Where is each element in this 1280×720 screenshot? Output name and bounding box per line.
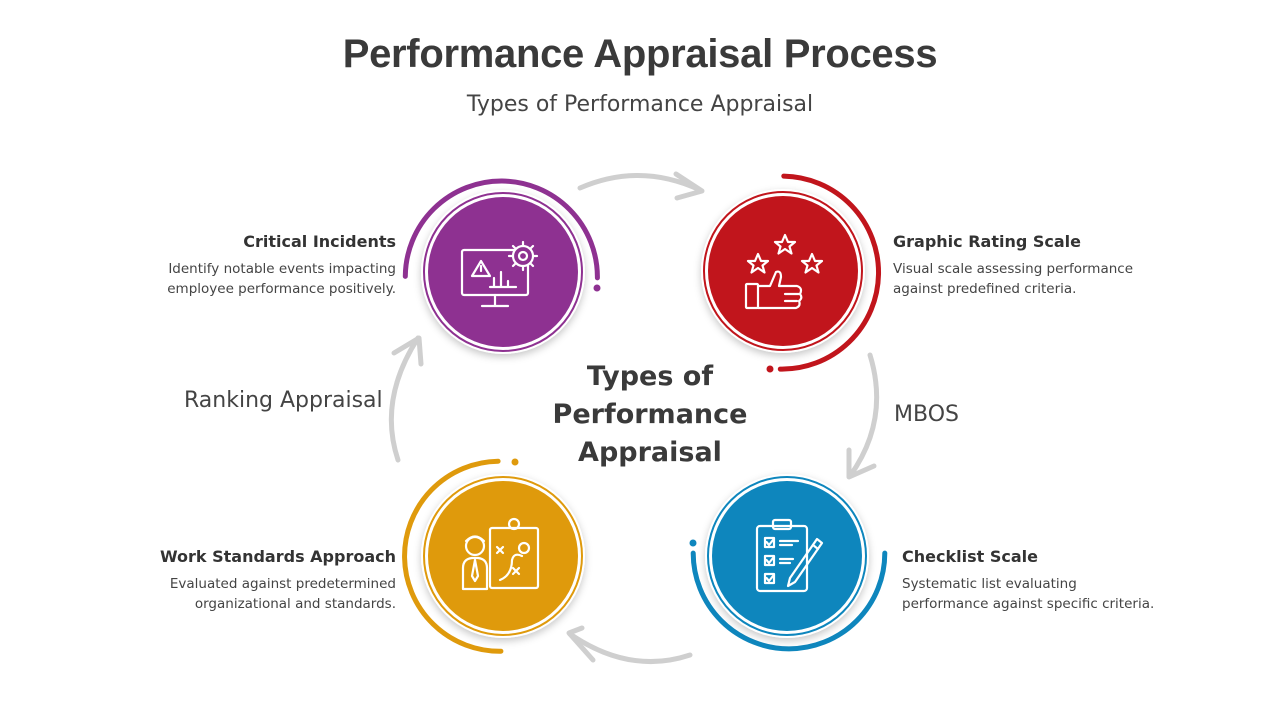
arrow-top <box>577 173 703 193</box>
thumbs-up-stars-icon <box>744 233 824 310</box>
monitor-gear-icon <box>460 240 539 308</box>
item-critical-incidents: Critical Incidents Identify notable even… <box>120 232 396 299</box>
node-disc <box>708 196 858 346</box>
item-title: Critical Incidents <box>243 232 396 251</box>
item-description: Identify notable events impacting employ… <box>167 261 396 297</box>
item-title: Checklist Scale <box>902 547 1038 566</box>
arrow-right <box>847 352 880 479</box>
clipboard-checklist-icon <box>755 518 824 593</box>
item-work-standards-approach: Work Standards Approach Evaluated agains… <box>110 547 396 614</box>
arrow-label-mbos: MBOS <box>894 402 959 427</box>
item-description: Systematic list evaluating performance a… <box>902 576 1155 612</box>
arrow-bottom <box>567 631 693 665</box>
person-strategy-board-icon <box>461 517 540 591</box>
item-description: Visual scale assessing performance again… <box>893 261 1134 297</box>
page-subtitle: Types of Performance Appraisal <box>466 92 814 117</box>
node-checklist-scale <box>689 474 888 652</box>
item-graphic-rating-scale: Graphic Rating Scale Visual scale assess… <box>893 232 1193 299</box>
item-title: Graphic Rating Scale <box>893 232 1082 251</box>
node-ring-dot <box>511 458 519 466</box>
node-disc <box>712 481 862 631</box>
node-ring-arc <box>402 458 504 654</box>
node-ring-dot <box>689 539 697 547</box>
node-disc <box>428 481 578 631</box>
item-description: Evaluated against predetermined organiza… <box>169 576 396 612</box>
item-checklist-scale: Checklist Scale Systematic list evaluati… <box>902 547 1202 614</box>
node-disc <box>428 197 578 347</box>
page-title: Performance Appraisal Process <box>342 32 938 76</box>
arrow-left-head <box>391 335 424 367</box>
arrow-right-head <box>846 447 877 480</box>
item-title: Work Standards Approach <box>159 547 396 566</box>
node-ring-dot <box>766 365 774 373</box>
node-ring-arc <box>402 178 600 281</box>
center-label: Types of Performance Appraisal <box>552 361 748 468</box>
node-ring-dot <box>593 284 601 292</box>
node-work-standards-approach <box>402 458 585 654</box>
arrow-left <box>388 335 421 463</box>
node-ring-arc <box>690 550 888 652</box>
arrow-bottom-head <box>566 625 596 663</box>
cycle-arrows <box>388 171 880 665</box>
node-critical-incidents <box>402 178 601 354</box>
node-ring-arc <box>777 173 882 372</box>
node-graphic-rating-scale <box>701 173 882 373</box>
arrow-top-head <box>673 171 705 201</box>
arrow-label-ranking: Ranking Appraisal <box>184 388 383 413</box>
